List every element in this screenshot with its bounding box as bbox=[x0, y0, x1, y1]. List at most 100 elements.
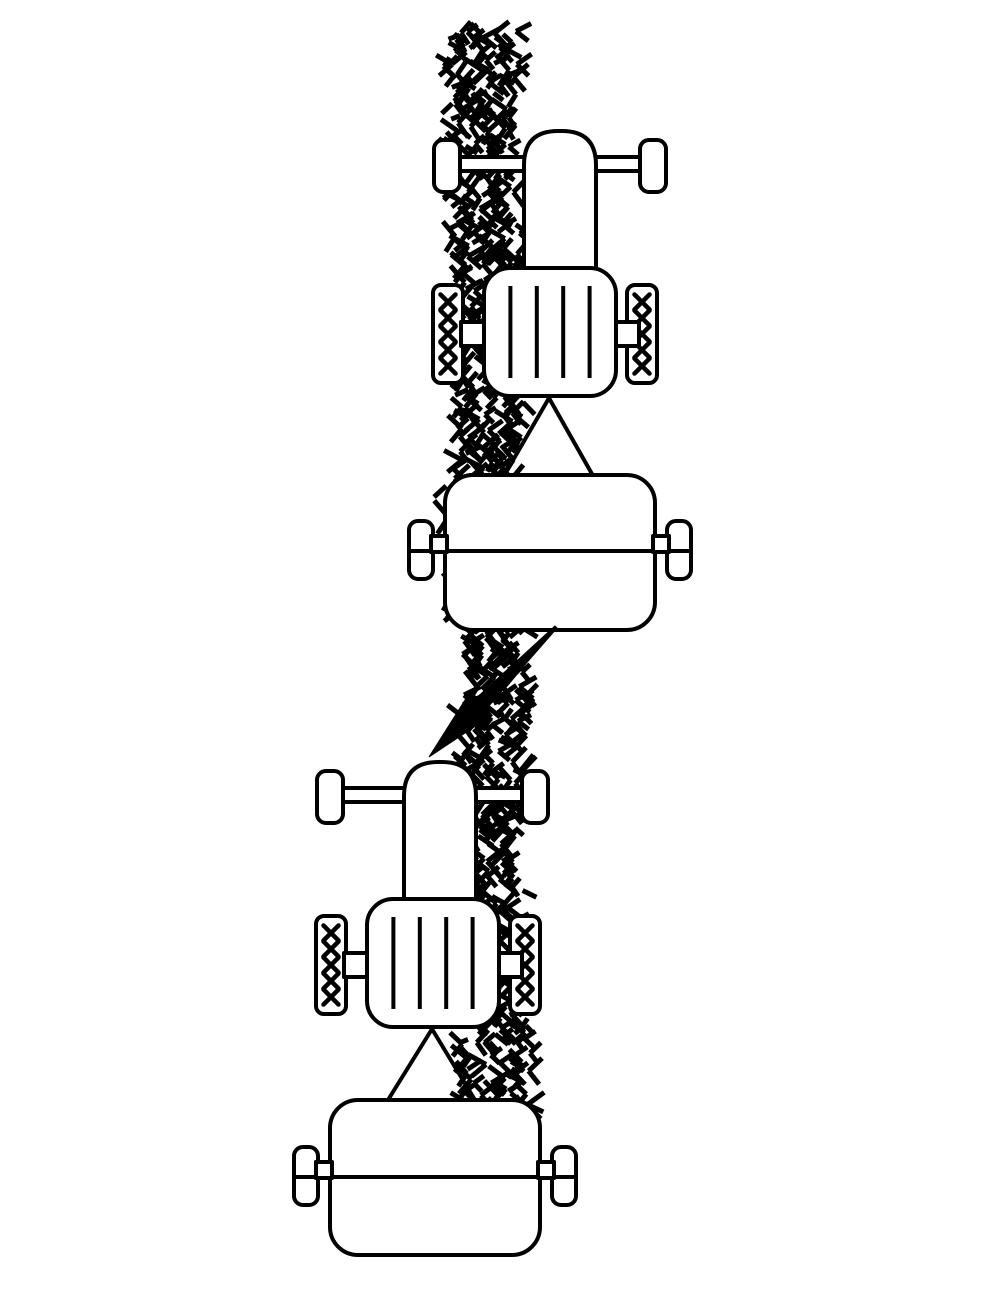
tire-track-mark bbox=[489, 646, 508, 660]
rear-wheel-left bbox=[431, 283, 465, 385]
tire-track-mark bbox=[474, 1041, 488, 1057]
tire-track-mark bbox=[513, 413, 531, 430]
tire-track-mark bbox=[492, 1016, 503, 1029]
tire-track-mark bbox=[489, 1053, 502, 1066]
trailer-hub-left bbox=[314, 1160, 334, 1180]
tire-track-mark bbox=[482, 386, 499, 400]
tire-track-mark bbox=[454, 1063, 473, 1082]
trailer-hub-right bbox=[651, 534, 671, 554]
wheel-chevron bbox=[321, 987, 341, 1007]
tire-track-mark bbox=[494, 53, 512, 72]
tire-track-mark bbox=[498, 909, 513, 923]
tire-track-mark bbox=[495, 802, 510, 818]
vehicle-tractor-lower bbox=[314, 760, 550, 1029]
tire-track-mark bbox=[496, 707, 506, 719]
tire-track-mark bbox=[498, 701, 510, 713]
tire-track-mark bbox=[469, 34, 485, 52]
front-wheel-right bbox=[520, 769, 550, 825]
wheel-chevron bbox=[438, 340, 458, 360]
trailer-hub-right bbox=[536, 1160, 556, 1180]
tire-track-mark bbox=[487, 218, 499, 230]
tire-track-mark bbox=[489, 1070, 510, 1086]
tire-track-mark bbox=[455, 1048, 471, 1059]
tire-track-mark bbox=[462, 169, 477, 186]
trailer-hub-left bbox=[429, 534, 449, 554]
wheel-chevron bbox=[438, 324, 458, 344]
tire-track-mark bbox=[479, 750, 495, 765]
tire-track-mark bbox=[449, 191, 469, 208]
front-wheel-left bbox=[315, 769, 345, 825]
tire-track-mark bbox=[484, 58, 496, 71]
tractor-body bbox=[482, 266, 618, 398]
tire-track-mark bbox=[525, 1090, 546, 1107]
tire-track-mark bbox=[453, 408, 470, 421]
tire-track-mark bbox=[458, 31, 471, 46]
tire-track-mark bbox=[466, 254, 484, 271]
tire-track-mark bbox=[511, 190, 526, 208]
tire-track-mark bbox=[469, 1062, 488, 1079]
tire-track-mark bbox=[484, 225, 507, 241]
tire-track-mark bbox=[502, 223, 516, 236]
tire-track-mark bbox=[493, 1032, 510, 1047]
tire-track-mark bbox=[462, 669, 480, 689]
wheel-chevron bbox=[438, 292, 458, 312]
wheel-chevron bbox=[321, 971, 341, 991]
tire-track-mark bbox=[484, 49, 498, 63]
tire-track-mark bbox=[465, 143, 479, 158]
tire-track-mark bbox=[483, 65, 497, 80]
tire-track-mark bbox=[468, 112, 484, 129]
hitch-linkage bbox=[503, 396, 594, 476]
tire-track-mark bbox=[484, 729, 495, 741]
tire-track-mark bbox=[471, 418, 487, 435]
tire-track-mark bbox=[451, 133, 464, 146]
tire-track-mark bbox=[504, 1071, 523, 1084]
tire-track-mark bbox=[504, 850, 521, 864]
tire-track-mark bbox=[459, 20, 473, 35]
tire-track-mark bbox=[502, 692, 516, 706]
wheel-chevron bbox=[321, 923, 341, 943]
tire-track-mark bbox=[491, 91, 505, 103]
tire-track-mark bbox=[432, 483, 448, 499]
tire-track-mark bbox=[497, 248, 514, 265]
wheel-chevron bbox=[632, 292, 652, 312]
tire-track-mark bbox=[470, 197, 482, 212]
tire-track-mark bbox=[506, 106, 519, 120]
tire-track-mark bbox=[456, 107, 473, 125]
tire-track-mark bbox=[445, 68, 458, 80]
wheel-chevron bbox=[632, 356, 652, 376]
tire-track-mark bbox=[448, 426, 464, 444]
tire-track-mark bbox=[486, 255, 497, 267]
tire-track-mark bbox=[486, 418, 504, 433]
tire-track-mark bbox=[502, 897, 522, 913]
vehicles-group bbox=[292, 129, 693, 1257]
tire-track-mark bbox=[510, 442, 521, 454]
tire-track-mark bbox=[499, 734, 520, 749]
tire-track-mark bbox=[522, 1036, 536, 1049]
tire-track-mark bbox=[465, 729, 477, 744]
tire-track-mark bbox=[466, 668, 481, 681]
tire-track-mark bbox=[493, 173, 513, 189]
tire-track-mark bbox=[498, 73, 513, 88]
tire-track-mark bbox=[477, 87, 494, 103]
tire-track-mark bbox=[485, 864, 501, 879]
tire-track-mark bbox=[503, 716, 516, 729]
tire-track-mark bbox=[480, 42, 492, 54]
tire-track-mark bbox=[457, 204, 476, 225]
tire-track-mark bbox=[499, 860, 516, 876]
tire-track-mark bbox=[510, 745, 528, 764]
tire-track-mark bbox=[467, 401, 480, 414]
tire-track-mark bbox=[466, 385, 487, 401]
tire-track-mark bbox=[507, 1020, 527, 1035]
tire-track-mark bbox=[476, 716, 493, 732]
hitch-linkage bbox=[386, 1027, 477, 1102]
tire-track-mark bbox=[520, 662, 532, 674]
tire-track-mark bbox=[490, 82, 506, 96]
tire-track-mark bbox=[502, 707, 514, 722]
rear-wheel-right bbox=[625, 283, 659, 385]
tire-track-mark bbox=[452, 82, 470, 100]
tire-track-mark bbox=[461, 129, 473, 140]
tire-track-mark bbox=[449, 395, 464, 409]
tire-track-mark bbox=[440, 219, 458, 239]
